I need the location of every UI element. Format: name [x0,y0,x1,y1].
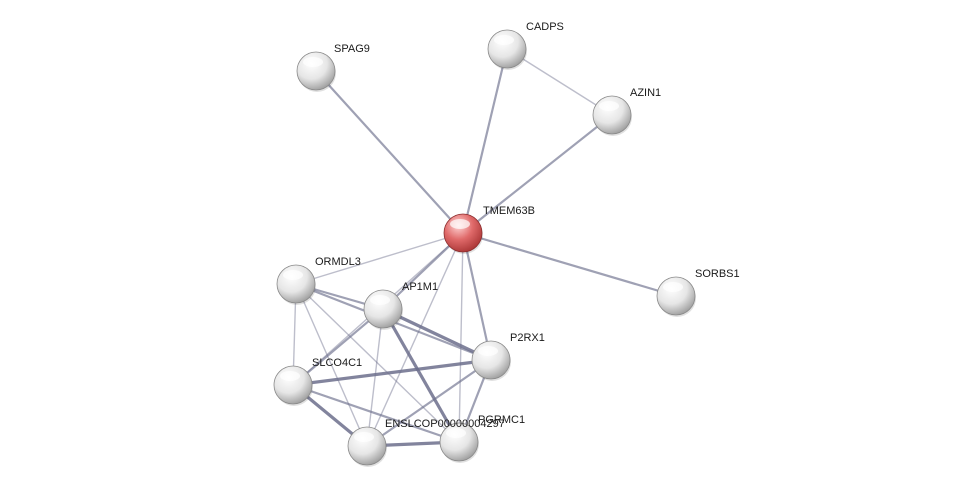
edge-tmem63b-p2rx1[interactable] [461,231,493,362]
node-ap1m1[interactable] [363,289,403,330]
node-label-ormdl3: ORMDL3 [315,256,361,268]
node-highlight [370,295,390,305]
node-highlight [478,346,498,356]
node-slco4c1[interactable] [273,365,313,406]
node-label-tmem63b: TMEM63B [483,205,535,217]
node-azin1[interactable] [592,95,632,136]
node-label-spag9: SPAG9 [334,43,370,55]
edge-tmem63b-spag9[interactable] [314,69,465,235]
node-highlight [450,219,470,229]
node-highlight [494,35,514,45]
edge-ormdl3-pgrmc1[interactable] [295,283,460,443]
edge-tmem63b-pgrmc1[interactable] [458,232,464,443]
node-highlight [599,101,619,111]
node-tmem63b[interactable] [443,213,483,254]
edge-tmem63b-azin1[interactable] [461,113,614,235]
node-label-sorbs1: SORBS1 [695,268,740,280]
edge-slco4c1-p2rx1[interactable] [291,358,493,387]
edge-tmem63b-cadps[interactable] [461,47,509,235]
edge-ap1m1-slco4c1[interactable] [291,307,385,387]
node-highlight [303,57,323,67]
edge-tmem63b-ormdl3[interactable] [295,232,464,285]
node-label-ap1m1: AP1M1 [402,281,438,293]
node-highlight [663,282,683,292]
node-sorbs1[interactable] [656,276,696,317]
node-label-enslcop00000004297: ENSLCOP00000004297 [385,418,505,430]
edge-cadps-azin1[interactable] [506,48,613,116]
node-label-p2rx1: P2RX1 [510,332,545,344]
node-highlight [446,428,466,438]
edge-p2rx1-enslcop00000004297[interactable] [365,358,493,448]
node-highlight [354,432,374,442]
node-pgrmc1[interactable] [439,422,479,463]
edge-ap1m1-pgrmc1[interactable] [381,307,461,444]
edge-ap1m1-enslcop00000004297[interactable] [366,308,384,447]
edge-slco4c1-pgrmc1[interactable] [291,383,461,444]
node-highlight [280,371,300,381]
edge-ap1m1-p2rx1[interactable] [381,307,493,362]
node-label-pgrmc1: PGRMC1 [478,414,525,426]
node-p2rx1[interactable] [471,340,511,381]
edge-tmem63b-sorbs1[interactable] [461,231,678,298]
node-spag9[interactable] [296,51,336,92]
edge-tmem63b-enslcop00000004297[interactable] [366,232,464,447]
node-label-cadps: CADPS [526,21,564,33]
node-label-azin1: AZIN1 [630,87,661,99]
node-ormdl3[interactable] [276,264,316,305]
node-enslcop00000004297[interactable] [347,426,387,467]
node-highlight [283,270,303,280]
node-label-slco4c1: SLCO4C1 [312,357,362,369]
node-cadps[interactable] [487,29,527,70]
edge-ormdl3-enslcop00000004297[interactable] [295,283,368,447]
